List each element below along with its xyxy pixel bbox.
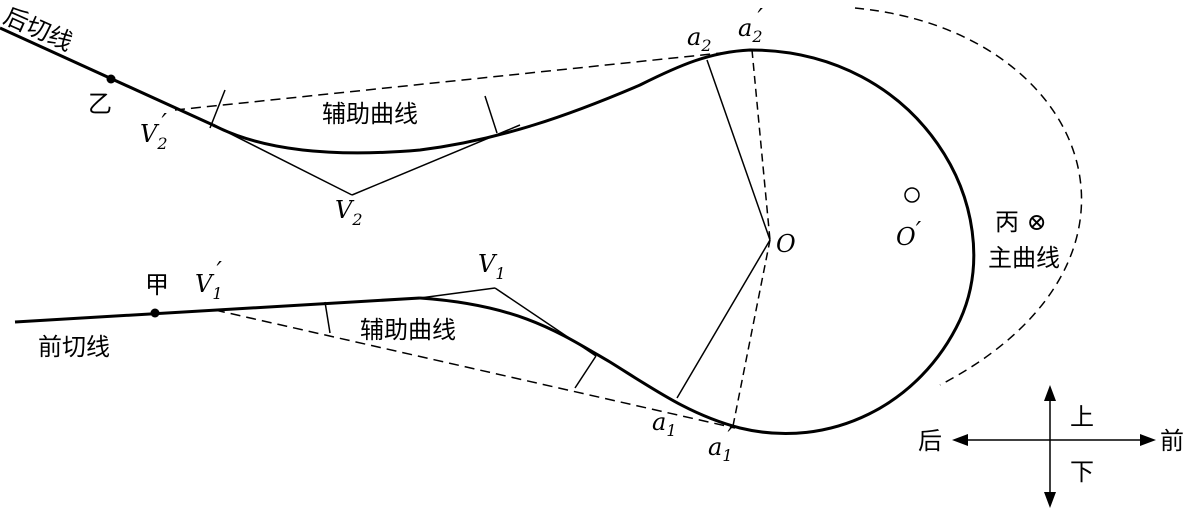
label-o: O <box>776 230 796 258</box>
lower-tick-2 <box>574 355 597 389</box>
outer-dashed-arc <box>854 7 1083 386</box>
main-loop-curve <box>212 48 976 436</box>
label-yi: 乙 <box>88 90 112 118</box>
radius-a2p <box>751 49 771 241</box>
upper-tangent-a <box>212 124 353 196</box>
upper-dashed-chord <box>174 49 751 111</box>
arrow-left <box>952 434 968 446</box>
label-front-tangent: 前切线 <box>38 333 110 361</box>
label-a1: a1 <box>652 408 677 440</box>
lower-tangent-b <box>494 287 597 357</box>
radius-a2 <box>706 59 771 241</box>
centre-o-prime-marker <box>904 187 920 203</box>
label-v2-prime: V2′ <box>140 109 168 153</box>
lower-tangent-a <box>419 287 496 299</box>
label-main-curve: 主曲线 <box>988 244 1060 272</box>
arrow-up <box>1044 385 1056 401</box>
label-a1-prime: a1′ <box>708 423 734 465</box>
upper-tick-2 <box>484 95 498 134</box>
label-o-prime: O′ <box>896 217 922 251</box>
label-a2: a2 <box>687 23 712 55</box>
point-yi <box>106 74 116 84</box>
label-back-tangent: 后切线 <box>0 2 77 57</box>
label-dir-down: 下 <box>1070 458 1094 486</box>
label-a2-prime: a2′ <box>738 4 764 46</box>
label-dir-up: 上 <box>1070 403 1094 431</box>
lower-tick-1 <box>324 301 331 334</box>
label-v2: V2 <box>335 196 363 229</box>
upper-tangent-b <box>351 124 521 196</box>
label-dir-front: 前 <box>1160 427 1184 455</box>
point-jia <box>150 308 160 318</box>
label-v1-prime: V1′ <box>195 257 223 303</box>
label-aux-lower: 辅助曲线 <box>360 316 456 344</box>
upper-tick-1 <box>209 89 226 129</box>
label-v1: V1 <box>478 250 506 283</box>
label-bing: 丙 ⊗ <box>995 208 1047 236</box>
radius-a1 <box>676 239 771 399</box>
label-dir-back: 后 <box>918 427 942 455</box>
label-jia: 甲 <box>145 271 169 299</box>
arrow-down <box>1044 492 1056 508</box>
radius-a1p <box>732 239 771 427</box>
lower-dashed-chord <box>214 309 736 429</box>
arrow-right <box>1140 434 1156 446</box>
back-tangent-line <box>0 26 214 127</box>
label-aux-upper: 辅助曲线 <box>322 100 418 128</box>
